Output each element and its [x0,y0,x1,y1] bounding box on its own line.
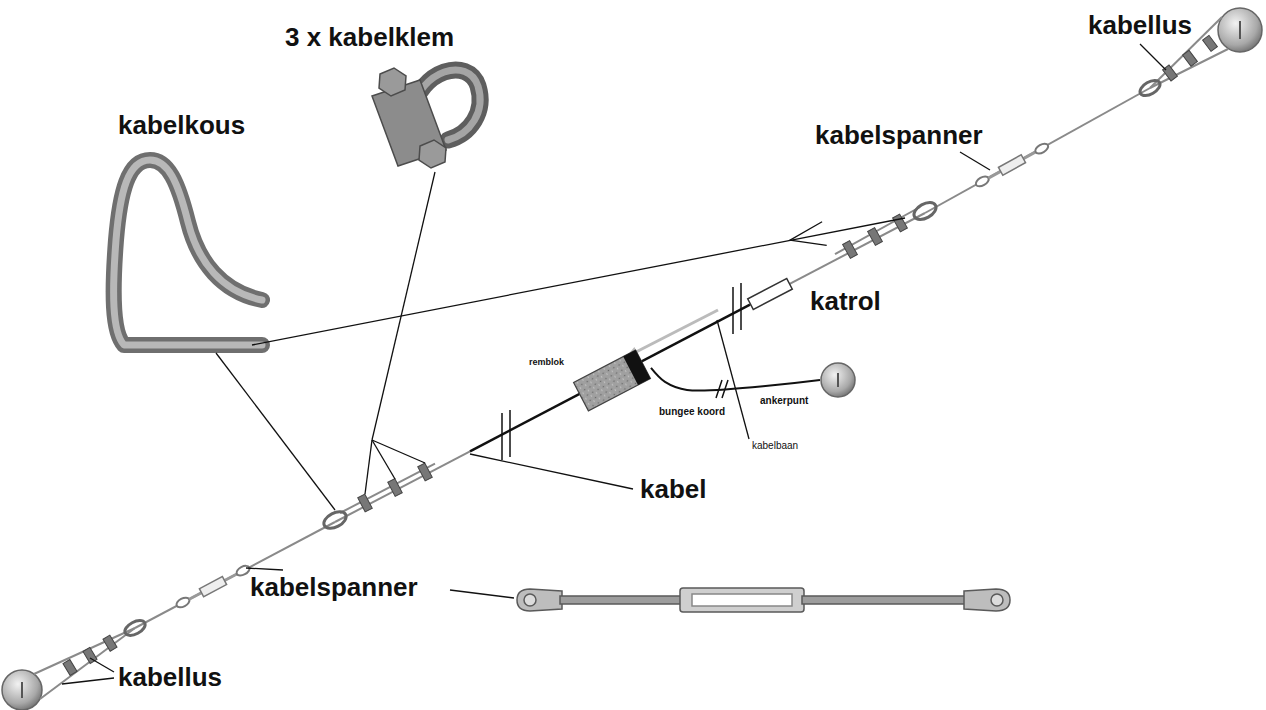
part-label: ankerpunt [760,396,808,406]
part-label: kabelspanner [250,574,418,600]
cable-clamp [63,35,1217,675]
pulley [748,278,793,309]
anchor-point-outline [820,362,856,398]
direction-arrow [626,310,718,357]
part-label: katrol [810,288,881,314]
anchor-point: ankerpunt [820,362,856,398]
part-label: kabelspanner [815,122,983,148]
cable-loop [34,17,1228,699]
part-label: 3 x kabelklem [285,24,454,50]
brake-block-body [574,350,651,411]
anchor-circle [2,8,1262,710]
anchor-slot [837,373,839,387]
leader-line [62,44,1166,684]
thimble-illustration [114,160,262,345]
brake-block-end [623,350,650,385]
part-label: kabellus [1088,12,1192,38]
turnbuckle-inline [974,141,1050,189]
anchor-circle [821,363,855,397]
brake-block: remblok [573,349,651,412]
part-label: kabelbaan [752,441,798,451]
clamp-illustration [372,68,480,168]
break-mark [502,283,741,460]
brake-block-outline [573,349,651,412]
part-label: kabellus [118,664,222,690]
edge-label: bungee koord [658,407,726,417]
turnbuckle-inline [175,563,252,609]
part-label: remblok [529,358,564,367]
part-label: kabel [640,476,707,502]
bungee-cord [651,368,820,391]
thimble [122,77,1162,638]
brake-block-shape [574,350,651,411]
turnbuckle-illustration [517,588,1010,612]
part-label: kabelkous [118,112,245,138]
cable [135,88,1150,628]
